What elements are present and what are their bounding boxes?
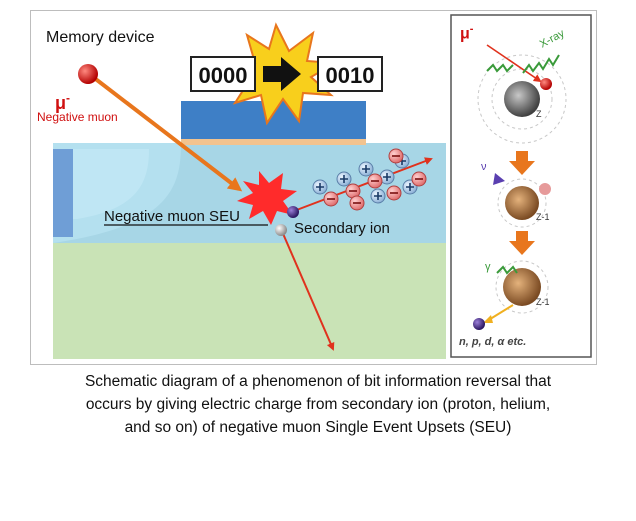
z1-label-b: Z-1	[536, 297, 550, 307]
muon-symbol-charge: -	[66, 91, 71, 105]
muon-symbol-letter: μ	[55, 93, 67, 113]
bits-before-value: 0000	[198, 63, 248, 88]
particles-label: n, p, d, α etc.	[459, 336, 527, 348]
muon-particle	[78, 64, 98, 84]
panel-muon-letter: μ	[460, 25, 470, 43]
charge-cloud	[312, 148, 427, 211]
schematic-svg	[53, 14, 592, 359]
panel-muon-charge: -	[469, 23, 474, 35]
gate-oxide	[181, 139, 366, 145]
negative-muon-label: Negative muon	[37, 110, 118, 124]
nucleus-z	[504, 81, 540, 117]
caption-line-1: Schematic diagram of a phenomenon of bit…	[84, 373, 552, 390]
isolation-trench	[53, 149, 73, 237]
electron-particle	[275, 224, 287, 236]
bits-after-box	[317, 56, 383, 92]
muon-symbol: μ-	[55, 91, 70, 114]
nucleus-z1-b	[503, 268, 541, 306]
figure-caption: Schematic diagram of a phenomenon of bit…	[10, 370, 626, 439]
memory-device-label: Memory device	[46, 29, 155, 46]
drain-region	[73, 149, 149, 219]
nucleus-z1-a	[505, 186, 539, 220]
capture-process-panel	[450, 14, 592, 358]
negative-muon-seu-label: Negative muon SEU	[104, 208, 240, 225]
panel-muon-symbol: μ-	[460, 23, 473, 43]
secondary-track-arrow-down	[280, 228, 335, 351]
caption-line-2: occurs by giving electric charge from se…	[85, 396, 551, 413]
neutrino-label: ν	[481, 161, 487, 173]
gamma-label: γ	[485, 261, 491, 273]
muon-track-arrow	[91, 75, 243, 192]
caption-line-3: and so on) of negative muon Single Event…	[124, 419, 512, 436]
bits-after-value: 0010	[325, 63, 375, 88]
secondary-track-arrow	[293, 157, 433, 212]
flip-arrow-icon	[263, 57, 301, 91]
nucleus-z-label: Z	[536, 109, 542, 119]
z1-label-a: Z-1	[536, 212, 550, 222]
secondary-ion-particle	[287, 206, 299, 218]
seu-impact-splash	[237, 171, 297, 225]
bits-before-box	[190, 56, 256, 92]
schematic-figure: Memory device μ- Negative muon 0000 0010…	[30, 10, 597, 365]
secondary-ion-label: Secondary ion	[294, 220, 390, 237]
